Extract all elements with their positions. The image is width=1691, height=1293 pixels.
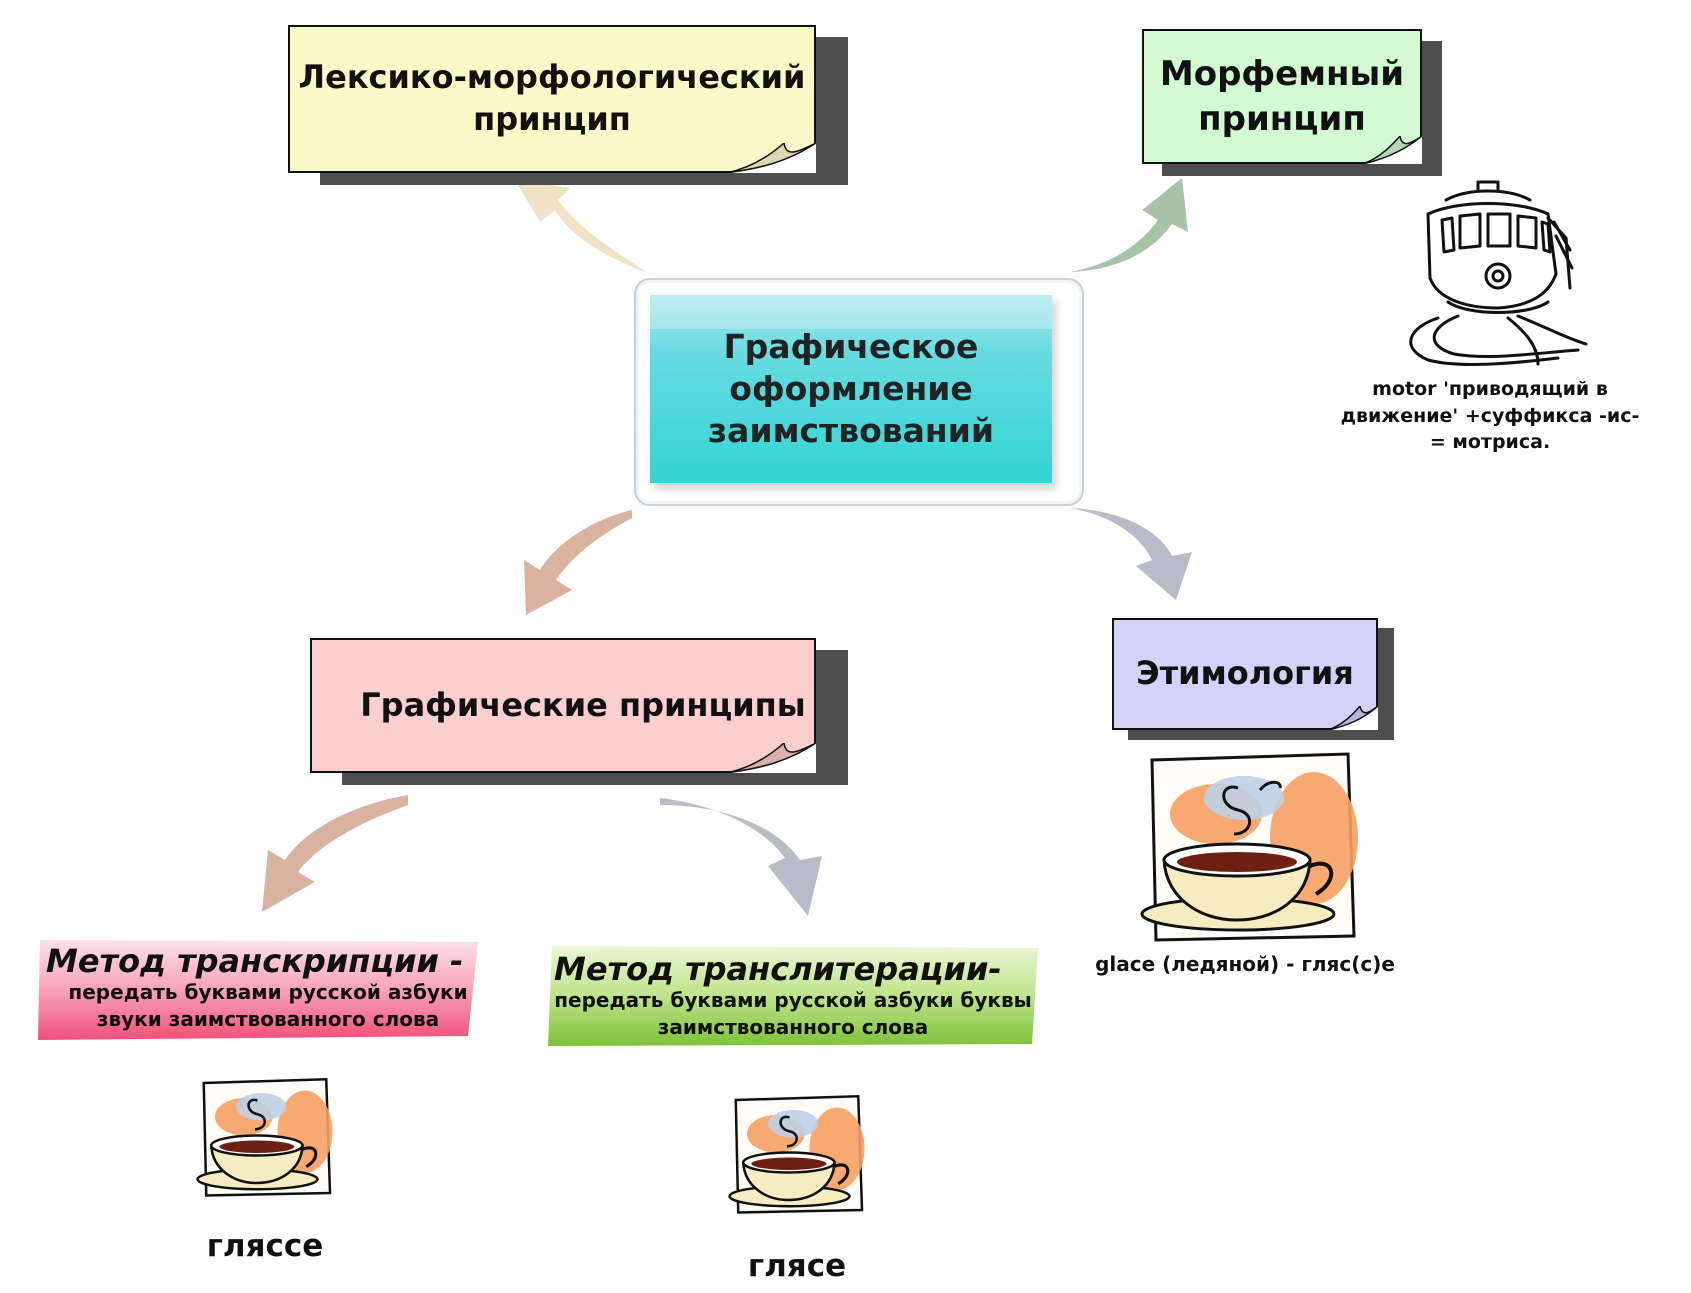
coffee-cup-icon <box>1140 752 1358 942</box>
method-transliteration-desc2: заимствованного слова <box>657 1015 929 1040</box>
coffee-cup-icon <box>196 1077 333 1197</box>
tram-icon <box>1409 180 1588 366</box>
center-line3: заимствований <box>708 411 994 451</box>
center-line2: оформление <box>729 368 973 408</box>
box-graphic-line1: Графические принципы <box>360 685 806 724</box>
caption-glyasse: гляссе <box>206 1228 324 1264</box>
caption-glyase: глясе <box>747 1248 847 1284</box>
method-transcription-desc1: передать буквами русской азбуки <box>68 980 468 1005</box>
arrow-to-graphic <box>524 510 632 615</box>
motor-note-line3: = мотриса. <box>1429 431 1551 454</box>
box-face: Графические принципы <box>310 638 816 773</box>
arrow-to-transliteration <box>660 798 822 916</box>
motor-note-line1: motor 'приводящий в <box>1372 378 1608 400</box>
page-curl-icon <box>1328 706 1378 730</box>
center-gloss <box>650 295 1052 329</box>
method-transliteration-desc1: передать буквами русской азбуки буквы <box>554 988 1032 1013</box>
box-morpheme-line2: принцип <box>1198 98 1366 139</box>
arrow-to-transcription <box>262 795 408 912</box>
method-transliteration-title: Метод транслитерации- <box>554 950 1002 988</box>
ribbon-shape <box>548 946 1038 1046</box>
box-lexmorph-line1: Лексико-морфологический <box>298 58 806 97</box>
ribbon-shape <box>38 940 478 1040</box>
box-morpheme: Морфемный принцип <box>1142 29 1442 176</box>
motor-note: motor 'приводящий в движение' +суффикса … <box>1330 376 1650 456</box>
box-face: Морфемный принцип <box>1142 29 1422 164</box>
method-transcription-title: Метод транскрипции - <box>46 942 464 980</box>
arrow-to-etymology <box>1070 508 1192 600</box>
method-transliteration: Метод транслитерации- передать буквами р… <box>548 946 1038 1046</box>
center-box: Графическое оформление заимствований <box>650 295 1052 483</box>
motor-note-line2: движение' +суффикса -ис- <box>1340 404 1640 427</box>
box-lexmorph-line2: принцип <box>473 100 631 138</box>
page-curl-icon <box>726 143 816 173</box>
box-face: Лексико-морфологический принцип <box>288 25 816 173</box>
method-transcription: Метод транскрипции - передать буквами ру… <box>38 940 478 1040</box>
page-curl-icon <box>726 743 816 773</box>
glace-note: glace (ледяной) - гляс(с)е <box>1095 952 1395 976</box>
arrow-to-morpheme <box>1070 178 1188 272</box>
box-lexmorph: Лексико-морфологический принцип <box>288 25 848 185</box>
center-line1: Графическое <box>723 326 979 366</box>
box-graphic: Графические принципы <box>310 638 848 785</box>
box-face: Этимология <box>1112 618 1378 730</box>
box-etymology: Этимология <box>1112 618 1394 740</box>
arrow-to-lexmorph <box>515 180 648 273</box>
box-etymology-line1: Этимология <box>1136 654 1354 693</box>
box-morpheme-line1: Морфемный <box>1159 54 1405 95</box>
method-transcription-desc2: звуки заимствованного слова <box>96 1007 440 1032</box>
coffee-cup-icon <box>728 1094 865 1214</box>
page-curl-icon <box>1362 136 1422 164</box>
